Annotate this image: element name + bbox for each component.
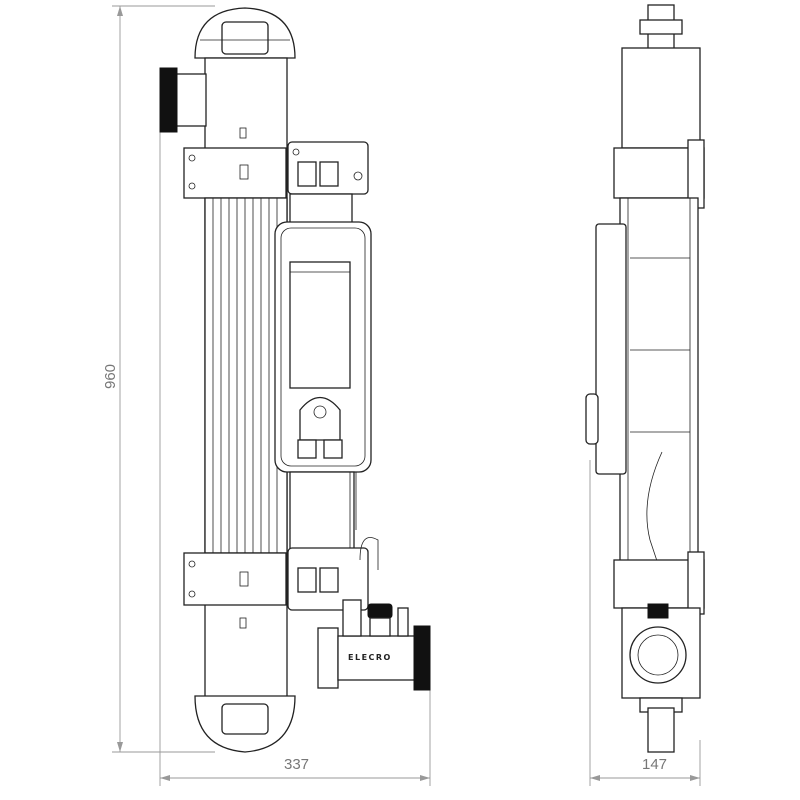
height-dimension-line	[112, 5, 215, 753]
bottom-fitting	[647, 707, 675, 753]
side-control-panel	[595, 223, 627, 475]
outlet-flange	[413, 625, 431, 691]
side-view	[585, 4, 705, 753]
inlet-flange	[159, 67, 178, 133]
front-width-dimension-line	[159, 130, 431, 786]
side-union	[629, 626, 687, 684]
display-screen	[289, 261, 351, 389]
side-width-dimension-label: 147	[642, 756, 668, 773]
height-dimension-label: 960	[102, 363, 120, 390]
side-width-dimension-line	[589, 460, 701, 786]
brand-label: ELECRO	[348, 653, 392, 662]
pump	[299, 396, 341, 441]
front-width-dimension-label: 337	[284, 756, 310, 773]
front-view	[159, 7, 431, 753]
